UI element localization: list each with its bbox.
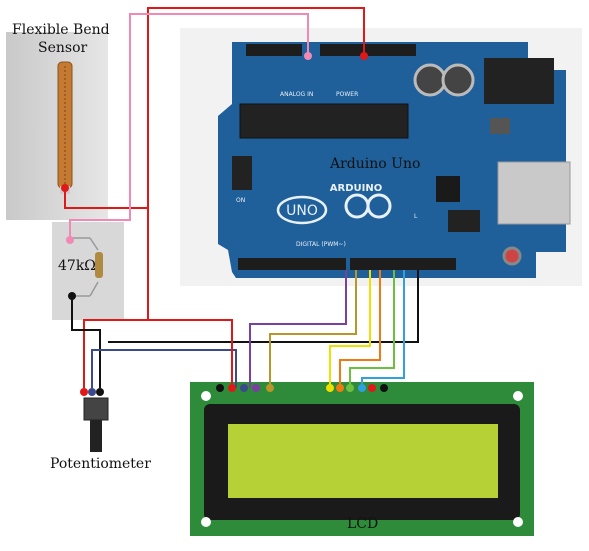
on-led-text: ON xyxy=(236,197,245,204)
wire-yellow xyxy=(329,270,371,388)
wire-purple xyxy=(249,270,347,388)
arduino-label: Arduino Uno xyxy=(330,156,421,172)
resistor-label: 47kΩ xyxy=(58,258,96,274)
arduino-model-text: UNO xyxy=(286,203,318,219)
wire-red-5v xyxy=(83,7,365,388)
potentiometer-label: Potentiometer xyxy=(50,456,151,472)
sensor-label-line1: Flexible Bend xyxy=(12,22,110,38)
wire-black-lcd xyxy=(108,270,419,343)
lcd-module xyxy=(190,382,534,536)
wire-red-lcd xyxy=(148,319,233,388)
potentiometer xyxy=(83,397,109,452)
wire-green xyxy=(349,270,395,388)
flex-sensor xyxy=(6,32,108,220)
arduino-uno-board: UNO ARDUINO ANALOG IN POWER DIGITAL (PWM… xyxy=(180,28,582,286)
resistor-47k xyxy=(52,222,124,320)
wire-olive xyxy=(269,270,357,388)
digital-header-text: DIGITAL (PWM~) xyxy=(296,241,346,248)
wire-orange xyxy=(339,270,381,388)
wire-red-sensor xyxy=(64,188,148,209)
wire-pink-a0 xyxy=(69,13,309,240)
arduino-brand-text: ARDUINO xyxy=(330,183,382,194)
wire-blue-pot xyxy=(91,349,237,388)
pin-dots xyxy=(61,52,388,396)
l-led-text: L xyxy=(414,213,418,220)
lcd-label: LCD xyxy=(347,516,379,532)
wire-black-gnd xyxy=(71,296,101,388)
analog-header-text: ANALOG IN xyxy=(280,91,313,98)
wires xyxy=(64,7,419,388)
wire-blue-lcd xyxy=(361,270,405,388)
sensor-label-line2: Sensor xyxy=(38,40,88,56)
power-header-text: POWER xyxy=(336,91,358,98)
